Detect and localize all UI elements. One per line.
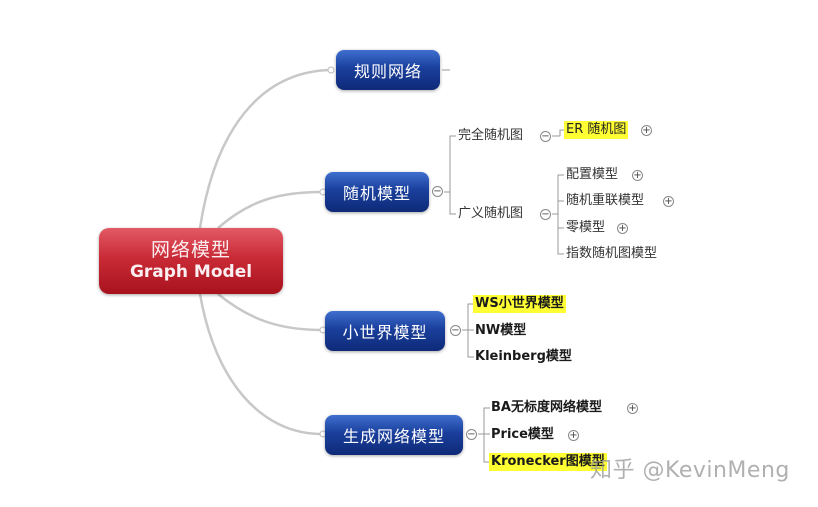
branch-node-random-model[interactable]: 随机模型 xyxy=(325,172,429,212)
leaf-kleinberg-model[interactable]: Kleinberg模型 xyxy=(475,349,572,364)
leaf-configuration-model[interactable]: 配置模型 xyxy=(566,167,619,182)
leaf-nw-model[interactable]: NW模型 xyxy=(475,323,527,338)
collapse-toggle-icon[interactable]: − xyxy=(540,131,551,142)
watermark: 知乎 @KevinMeng xyxy=(590,458,790,483)
leaf-exponential-random-graph-model[interactable]: 指数随机图模型 xyxy=(566,246,658,261)
subnode-generalized-random-graph[interactable]: 广义随机图 xyxy=(458,206,524,221)
branch-label: 小世界模型 xyxy=(342,323,428,342)
leaf-ws-small-world-model[interactable]: WS小世界模型 xyxy=(473,295,566,313)
branch-label: 生成网络模型 xyxy=(342,427,445,446)
leaf-price-model[interactable]: Price模型 xyxy=(491,427,554,442)
branch-node-small-world-model[interactable]: 小世界模型 xyxy=(325,311,445,351)
collapse-toggle-icon[interactable]: − xyxy=(432,186,443,197)
root-title-cn: 网络模型 xyxy=(150,239,231,261)
leaf-er-random-graph[interactable]: ER 随机图 xyxy=(564,121,629,139)
branch-node-regular-network[interactable]: 规则网络 xyxy=(336,50,440,90)
expand-toggle-icon[interactable]: + xyxy=(568,430,579,441)
leaf-null-model[interactable]: 零模型 xyxy=(566,220,606,235)
collapse-toggle-icon[interactable]: − xyxy=(540,209,551,220)
leaf-random-rewiring-model[interactable]: 随机重联模型 xyxy=(566,193,645,208)
root-title-en: Graph Model xyxy=(129,262,253,282)
subnode-complete-random-graph[interactable]: 完全随机图 xyxy=(458,128,524,143)
expand-toggle-icon[interactable]: + xyxy=(641,125,652,136)
branch-label: 规则网络 xyxy=(353,62,422,81)
root-node[interactable]: 网络模型 Graph Model xyxy=(99,228,283,294)
branch-node-generative-network-model[interactable]: 生成网络模型 xyxy=(325,415,463,455)
branch-label: 随机模型 xyxy=(342,184,411,203)
expand-toggle-icon[interactable]: + xyxy=(617,223,628,234)
leaf-ba-scale-free-model[interactable]: BA无标度网络模型 xyxy=(491,400,602,415)
expand-toggle-icon[interactable]: + xyxy=(627,403,638,414)
collapse-toggle-icon[interactable]: − xyxy=(450,325,461,336)
collapse-toggle-icon[interactable]: − xyxy=(466,429,477,440)
expand-toggle-icon[interactable]: + xyxy=(663,196,674,207)
leaf-kronecker-graph-model[interactable]: Kronecker图模型 xyxy=(489,453,607,471)
expand-toggle-icon[interactable]: + xyxy=(632,170,643,181)
